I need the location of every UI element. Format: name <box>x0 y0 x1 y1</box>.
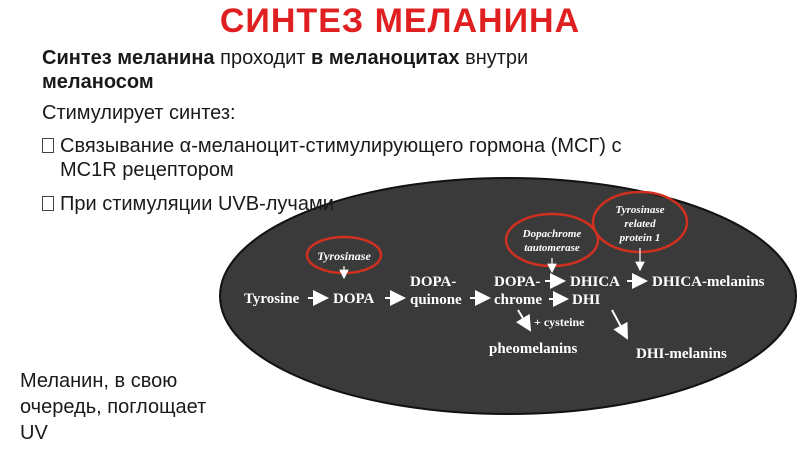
bullet-mc1r: Связывание α-меланоцит-стимулирующего го… <box>42 134 742 182</box>
enzyme-dopachrome-2: tautomerase <box>524 242 580 254</box>
node-dhi-melanins: DHI-melanins <box>636 346 727 362</box>
node-dopaquinone-2: quinone <box>410 292 462 308</box>
intro-bold-2: в меланоцитах <box>311 47 460 69</box>
node-dopa: DOPA <box>333 291 375 307</box>
enzyme-trp-3: protein 1 <box>619 232 661 244</box>
enzyme-dopachrome-1: Dopachrome <box>522 228 582 240</box>
intro-text-1: проходит <box>214 47 311 69</box>
bullet-box-icon <box>42 138 54 153</box>
intro-text-2: внутри <box>459 47 529 69</box>
node-dhica-melanins: DHICA-melanins <box>652 274 765 290</box>
bullet-1-line-1: Связывание α-меланоцит-стимулирующего го… <box>60 135 622 157</box>
bottom-line-2: очередь, поглощает <box>20 396 207 418</box>
bottom-line-1: Меланин, в свою <box>20 370 178 392</box>
intro-bold-1: Синтез меланина <box>42 47 215 69</box>
arrow-to-pheomelanins <box>515 309 532 332</box>
bullet-box-icon <box>42 196 54 211</box>
intro-bold-3: меланосом <box>42 71 154 93</box>
node-tyrosine: Tyrosine <box>244 291 300 307</box>
diagram-ellipse <box>219 177 797 415</box>
node-dopaquinone-1: DOPA- <box>410 274 456 290</box>
enzyme-tyrosinase: Tyrosinase <box>317 249 371 263</box>
bullet-2-line-1: При стимуляции UVB-лучами <box>60 193 334 215</box>
enzyme-trp-1: Tyrosinase <box>615 204 664 216</box>
enzyme-trp-2: related <box>624 218 656 230</box>
bullet-1-line-2: MC1R рецептором <box>60 159 234 181</box>
stimulates-heading: Стимулирует синтез: <box>42 102 236 124</box>
arrow-to-dhi-melanins <box>611 309 628 340</box>
bottom-note: Меланин, в свою очередь, поглощает UV <box>20 368 206 446</box>
intro-paragraph: Синтез меланина проходит в меланоцитах в… <box>42 46 722 94</box>
slide-title: СИНТЕЗ МЕЛАНИНА <box>219 2 581 40</box>
node-dhica: DHICA <box>570 274 620 290</box>
bullet-uvb: При стимуляции UVB-лучами <box>42 192 742 216</box>
node-dopachrome-2: chrome <box>494 292 542 308</box>
node-dhi: DHI <box>572 292 601 308</box>
node-dopachrome-1: DOPA- <box>494 274 540 290</box>
node-pheomelanins: pheomelanins <box>489 341 578 357</box>
node-cysteine: + cysteine <box>534 315 585 329</box>
bottom-line-3: UV <box>20 422 48 444</box>
